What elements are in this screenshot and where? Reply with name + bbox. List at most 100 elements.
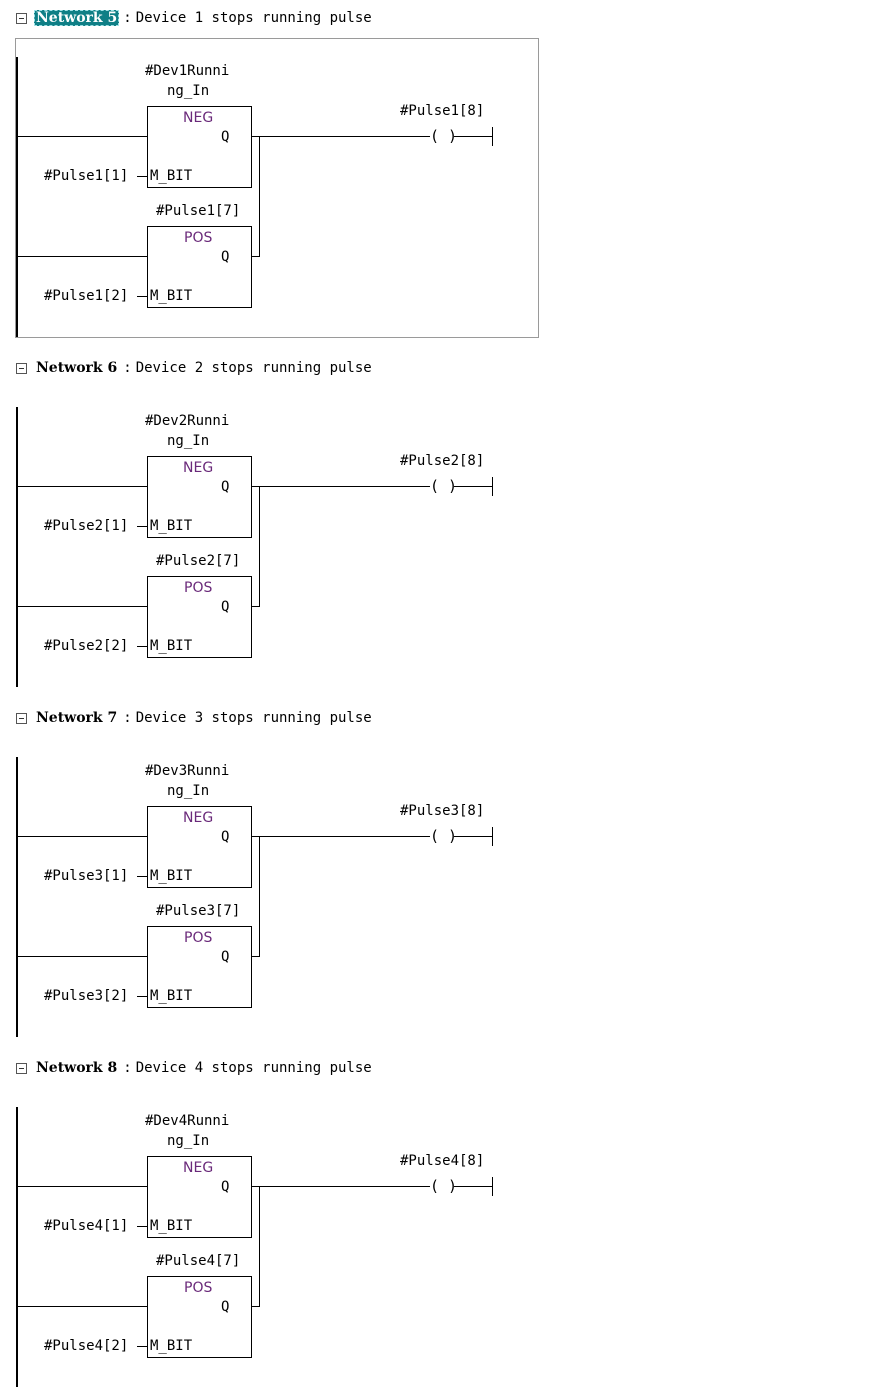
- pos-instruction: POS: [184, 1280, 213, 1296]
- network-comment[interactable]: Device 4 stops running pulse: [135, 1060, 372, 1076]
- network-title[interactable]: Network 6: [36, 360, 118, 376]
- network-7[interactable]: Network 7 : Device 3 stops running pulse…: [0, 700, 888, 1050]
- coil-operand[interactable]: #Pulse4[8]: [400, 1153, 485, 1169]
- neg-q-stub: [251, 836, 259, 837]
- pos-q-pin: Q: [221, 949, 230, 965]
- pos-operand-label[interactable]: #Pulse1[7]: [156, 203, 241, 219]
- pos-operand-label[interactable]: #Pulse2[7]: [156, 553, 241, 569]
- coil-wire: [259, 1186, 430, 1187]
- pos-mbit-operand[interactable]: #Pulse2[2]: [44, 638, 129, 654]
- pos-operand-label[interactable]: #Pulse4[7]: [156, 1253, 241, 1269]
- neg-block[interactable]: [147, 106, 252, 188]
- neg-q-pin: Q: [221, 829, 230, 845]
- neg-mbit-operand[interactable]: #Pulse1[1]: [44, 168, 129, 184]
- pos-block[interactable]: [147, 226, 252, 308]
- pos-mbit-pin: M_BIT: [150, 988, 193, 1004]
- coil-operand[interactable]: #Pulse3[8]: [400, 803, 485, 819]
- coil-wire: [259, 836, 430, 837]
- neg-wire: [17, 1186, 147, 1187]
- neg-mbit-operand[interactable]: #Pulse4[1]: [44, 1218, 129, 1234]
- coil-operand[interactable]: #Pulse2[8]: [400, 453, 485, 469]
- neg-q-pin: Q: [221, 129, 230, 145]
- neg-operand-label-cont[interactable]: ng_In: [167, 1133, 210, 1149]
- neg-operand-label[interactable]: #Dev3Runni: [145, 763, 230, 779]
- pos-instruction: POS: [184, 230, 213, 246]
- neg-operand-label-cont[interactable]: ng_In: [167, 783, 210, 799]
- pos-mbit-operand[interactable]: #Pulse3[2]: [44, 988, 129, 1004]
- coil-wire: [259, 486, 430, 487]
- collapse-toggle-icon[interactable]: [16, 362, 27, 374]
- neg-operand-label[interactable]: #Dev4Runni: [145, 1113, 230, 1129]
- neg-mbit-stub: [137, 1226, 147, 1227]
- neg-q-stub: [251, 1186, 259, 1187]
- neg-block[interactable]: [147, 1156, 252, 1238]
- neg-operand-label[interactable]: #Dev2Runni: [145, 413, 230, 429]
- neg-block[interactable]: [147, 806, 252, 888]
- neg-mbit-operand[interactable]: #Pulse2[1]: [44, 518, 129, 534]
- neg-operand-label[interactable]: #Dev1Runni: [145, 63, 230, 79]
- network-comment[interactable]: Device 3 stops running pulse: [135, 710, 372, 726]
- or-branch-bar: [259, 486, 260, 607]
- power-rail: [16, 407, 18, 687]
- neg-instruction: NEG: [183, 810, 214, 826]
- power-rail: [16, 757, 18, 1037]
- neg-q-stub: [251, 486, 259, 487]
- pos-mbit-stub: [137, 646, 147, 647]
- neg-operand-label-cont[interactable]: ng_In: [167, 83, 210, 99]
- neg-operand-label-cont[interactable]: ng_In: [167, 433, 210, 449]
- title-separator: :: [123, 360, 132, 376]
- neg-wire: [17, 486, 147, 487]
- coil-operand[interactable]: #Pulse1[8]: [400, 103, 485, 119]
- neg-instruction: NEG: [183, 110, 214, 126]
- pos-block[interactable]: [147, 926, 252, 1008]
- neg-wire: [17, 836, 147, 837]
- network-header[interactable]: Network 7 : Device 3 stops running pulse: [16, 708, 372, 728]
- neg-mbit-operand[interactable]: #Pulse3[1]: [44, 868, 129, 884]
- network-5[interactable]: Network 5 : Device 1 stops running pulse…: [0, 0, 888, 350]
- pos-block[interactable]: [147, 576, 252, 658]
- network-title[interactable]: Network 8: [36, 1060, 118, 1076]
- pos-mbit-pin: M_BIT: [150, 638, 193, 654]
- network-title[interactable]: Network 7: [36, 710, 118, 726]
- network-header[interactable]: Network 6 : Device 2 stops running pulse: [16, 358, 372, 378]
- neg-instruction: NEG: [183, 1160, 214, 1176]
- pos-mbit-stub: [137, 996, 147, 997]
- output-coil[interactable]: ( ): [430, 1177, 458, 1195]
- network-header[interactable]: Network 8 : Device 4 stops running pulse: [16, 1058, 372, 1078]
- title-separator: :: [123, 1060, 132, 1076]
- collapse-toggle-icon[interactable]: [16, 712, 27, 724]
- neg-q-stub: [251, 136, 259, 137]
- pos-wire: [17, 1306, 147, 1307]
- pos-block[interactable]: [147, 1276, 252, 1358]
- pos-wire: [17, 606, 147, 607]
- pos-q-pin: Q: [221, 249, 230, 265]
- coil-right-wire: [454, 1186, 493, 1187]
- neg-mbit-pin: M_BIT: [150, 518, 193, 534]
- network-header[interactable]: Network 5 : Device 1 stops running pulse: [16, 8, 372, 28]
- pos-mbit-stub: [137, 1346, 147, 1347]
- title-separator: :: [123, 10, 132, 26]
- output-coil[interactable]: ( ): [430, 127, 458, 145]
- output-coil[interactable]: ( ): [430, 827, 458, 845]
- network-8[interactable]: Network 8 : Device 4 stops running pulse…: [0, 1050, 888, 1395]
- output-coil[interactable]: ( ): [430, 477, 458, 495]
- coil-end-bar: [492, 827, 493, 846]
- network-6[interactable]: Network 6 : Device 2 stops running pulse…: [0, 350, 888, 700]
- pos-mbit-operand[interactable]: #Pulse1[2]: [44, 288, 129, 304]
- pos-mbit-operand[interactable]: #Pulse4[2]: [44, 1338, 129, 1354]
- pos-q-stub: [251, 606, 259, 607]
- coil-right-wire: [454, 486, 493, 487]
- or-branch-bar: [259, 136, 260, 257]
- collapse-toggle-icon[interactable]: [16, 12, 27, 24]
- pos-q-pin: Q: [221, 1299, 230, 1315]
- network-comment[interactable]: Device 1 stops running pulse: [135, 10, 372, 26]
- pos-operand-label[interactable]: #Pulse3[7]: [156, 903, 241, 919]
- pos-mbit-pin: M_BIT: [150, 1338, 193, 1354]
- or-branch-bar: [259, 836, 260, 957]
- network-comment[interactable]: Device 2 stops running pulse: [135, 360, 372, 376]
- coil-end-bar: [492, 127, 493, 146]
- neg-wire: [17, 136, 147, 137]
- neg-block[interactable]: [147, 456, 252, 538]
- collapse-toggle-icon[interactable]: [16, 1062, 27, 1074]
- network-title[interactable]: Network 5: [34, 10, 120, 26]
